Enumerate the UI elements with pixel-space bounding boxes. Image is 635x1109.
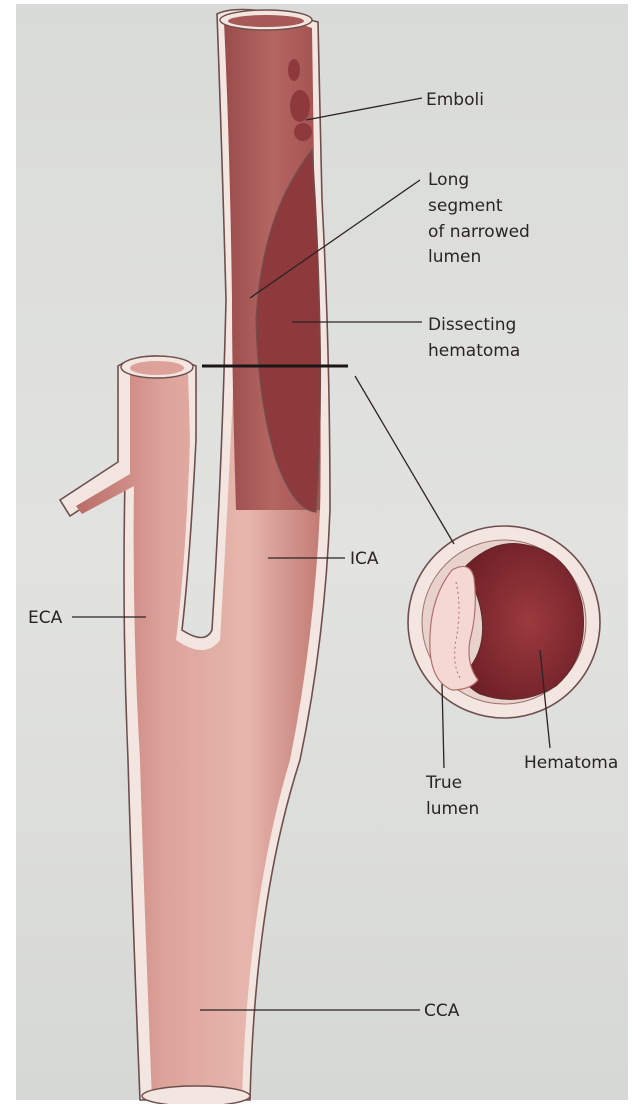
svg-text:Dissecting: Dissecting xyxy=(428,315,516,335)
label-eca: ECA xyxy=(28,608,63,628)
svg-text:True: True xyxy=(425,773,462,793)
svg-text:segment: segment xyxy=(428,196,503,216)
label-hematoma: Hematoma xyxy=(524,753,618,773)
svg-text:lumen: lumen xyxy=(426,799,479,819)
svg-text:lumen: lumen xyxy=(428,247,481,267)
svg-text:hematoma: hematoma xyxy=(428,341,520,361)
label-emboli: Emboli xyxy=(426,90,484,110)
cross-section xyxy=(408,526,600,718)
label-ica: ICA xyxy=(350,549,379,569)
svg-text:Long: Long xyxy=(428,170,469,190)
label-cca: CCA xyxy=(424,1001,460,1021)
svg-text:of narrowed: of narrowed xyxy=(428,222,530,242)
